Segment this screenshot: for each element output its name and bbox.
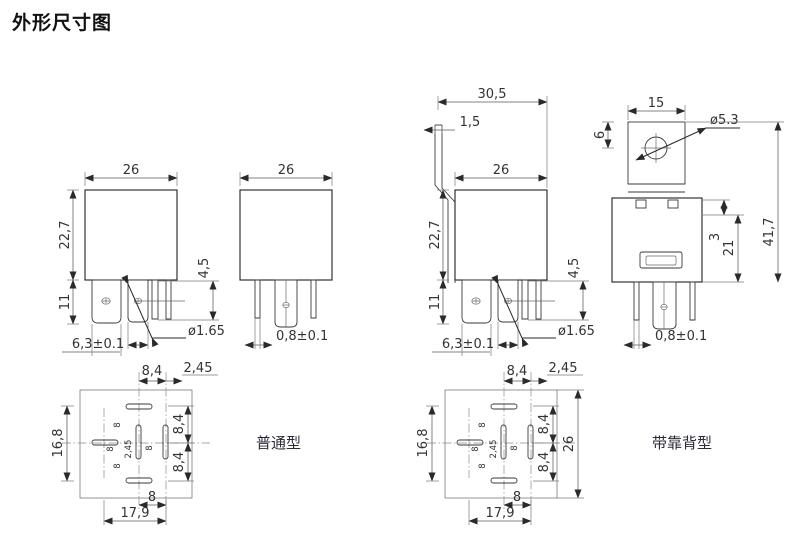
dim-8-inner-c-brk: 8 (471, 446, 481, 451)
dim-168-brk: 16,8 (416, 429, 431, 458)
dim-3-brk: 3 (708, 233, 723, 241)
dim-45-brk: 4,5 (567, 258, 582, 279)
dim-8-inner-c-std: 8 (106, 446, 116, 451)
dim-26-front-std: 26 (123, 163, 140, 178)
dim-6-brk: 6 (593, 131, 608, 139)
dim-8-std: 8 (148, 490, 156, 505)
dim-11-brk: 11 (428, 294, 443, 311)
dim-63-brk: 6,3±0.1 (442, 337, 494, 352)
dim-26-front-brk: 26 (493, 163, 510, 178)
dim-8-inner-a-brk: 8 (478, 422, 488, 427)
page-title: 外形尺寸图 (12, 12, 113, 34)
label-standard-type: 普通型 (256, 434, 301, 452)
dim-53-brk: ø5.3 (710, 113, 739, 128)
dim-165-std: ø1.65 (188, 324, 225, 339)
dim-227-brk: 22,7 (428, 221, 443, 250)
dim-165-brk: ø1.65 (558, 324, 595, 339)
dim-179-std: 17,9 (121, 506, 150, 521)
dim-245-std: 2,45 (184, 361, 213, 376)
dim-84-r1-brk: 8,4 (537, 414, 552, 435)
dim-21-brk: 21 (722, 240, 737, 257)
dim-8-brk: 8 (513, 490, 521, 505)
label-bracket-type: 带靠背型 (652, 434, 712, 452)
standard-front-view: 26 22,7 11 4,5 6,3±0.1 (58, 163, 225, 356)
dim-305-brk: 30,5 (478, 87, 507, 102)
standard-bottom-view: 8 8 8 2,45 8 8,4 2,45 16,8 8,4 8,4 (51, 361, 218, 525)
dim-245-brk: 2,45 (549, 361, 578, 376)
group-bracket-type: 30,5 1,5 26 22,7 11 4,5 (416, 87, 784, 525)
dim-26-side-std: 26 (278, 163, 295, 178)
dim-08-brk: 0,8±0.1 (655, 329, 707, 344)
dim-227-std: 22,7 (58, 221, 73, 250)
dim-8-inner-d-std: 8 (145, 445, 155, 450)
dim-63-std: 6,3±0.1 (72, 337, 124, 352)
dim-08-std: 0,8±0.1 (276, 329, 328, 344)
dim-15-brk: 1,5 (460, 115, 481, 130)
dim-26-bottom-brk: 26 (562, 436, 577, 453)
dim-8-inner-b-brk: 8 (478, 463, 488, 468)
group-standard-type: 26 22,7 11 4,5 6,3±0.1 (51, 163, 333, 525)
dim-168-std: 16,8 (51, 429, 66, 458)
dim-8-inner-d-brk: 8 (510, 445, 520, 450)
dim-84-top-std: 8,4 (142, 364, 163, 379)
dim-179-brk: 17,9 (486, 506, 515, 521)
dim-84-r1-std: 8,4 (172, 414, 187, 435)
dim-84-top-brk: 8,4 (507, 364, 528, 379)
dim-45-std: 4,5 (197, 258, 212, 279)
bracket-side-view: 15 6 ø5.3 3 21 41,7 (593, 96, 784, 349)
bracket-front-view: 30,5 1,5 26 22,7 11 4,5 (423, 87, 595, 356)
bracket-bottom-view: 8 8 8 2,45 8 8,4 2,45 16,8 8,4 8,4 (416, 361, 584, 525)
dim-11-std: 11 (58, 294, 73, 311)
dim-245-inner-brk: 2,45 (489, 440, 499, 459)
dim-245-inner-std: 2,45 (124, 440, 134, 459)
dim-84-r2-std: 8,4 (172, 452, 187, 473)
dim-84-r2-brk: 8,4 (537, 452, 552, 473)
dim-8-inner-a-std: 8 (113, 422, 123, 427)
dim-8-inner-b-std: 8 (113, 463, 123, 468)
dim-15b-brk: 15 (648, 96, 665, 111)
dim-417-brk: 41,7 (762, 218, 777, 247)
standard-side-view: 26 0,8±0.1 (239, 163, 333, 349)
